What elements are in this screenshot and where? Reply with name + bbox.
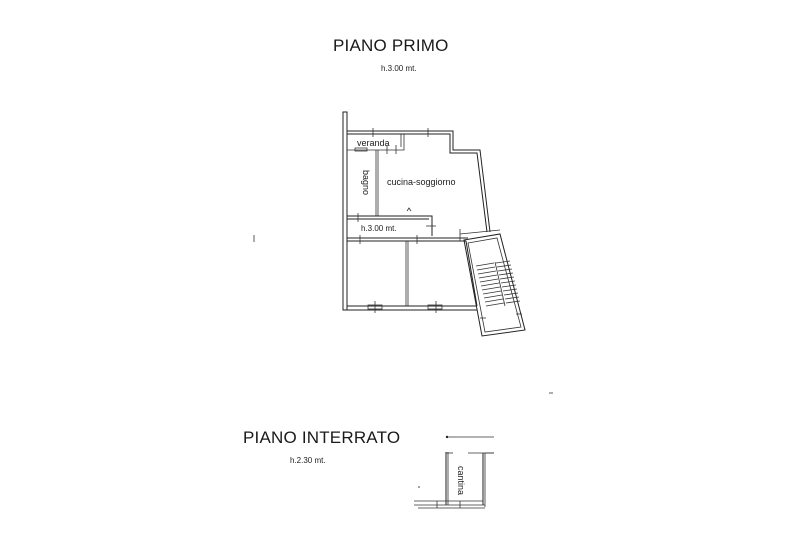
plan-interrato: cantina [414, 435, 494, 509]
room-label-cantina: cantina [456, 466, 466, 495]
floor-title-interrato: PIANO INTERRATO [243, 428, 401, 447]
staircase [475, 260, 521, 307]
room-label-corridor-height: h.3.00 mt. [361, 224, 397, 233]
staircase-outline [463, 233, 526, 337]
left-wall [342, 111, 348, 311]
floor-height-primo: h.3.00 mt. [381, 64, 417, 73]
room-label-bagno: bagno [361, 170, 371, 195]
floor-height-interrato: h.2.30 mt. [290, 456, 326, 465]
room-label-cucina-soggiorno: cucina-soggiorno [387, 177, 456, 187]
floor-title-primo: PIANO PRIMO [333, 36, 449, 55]
plan-primo: veranda bagno cucina-soggiorno h.3.00 mt… [342, 111, 526, 337]
room-label-veranda: veranda [357, 138, 390, 148]
